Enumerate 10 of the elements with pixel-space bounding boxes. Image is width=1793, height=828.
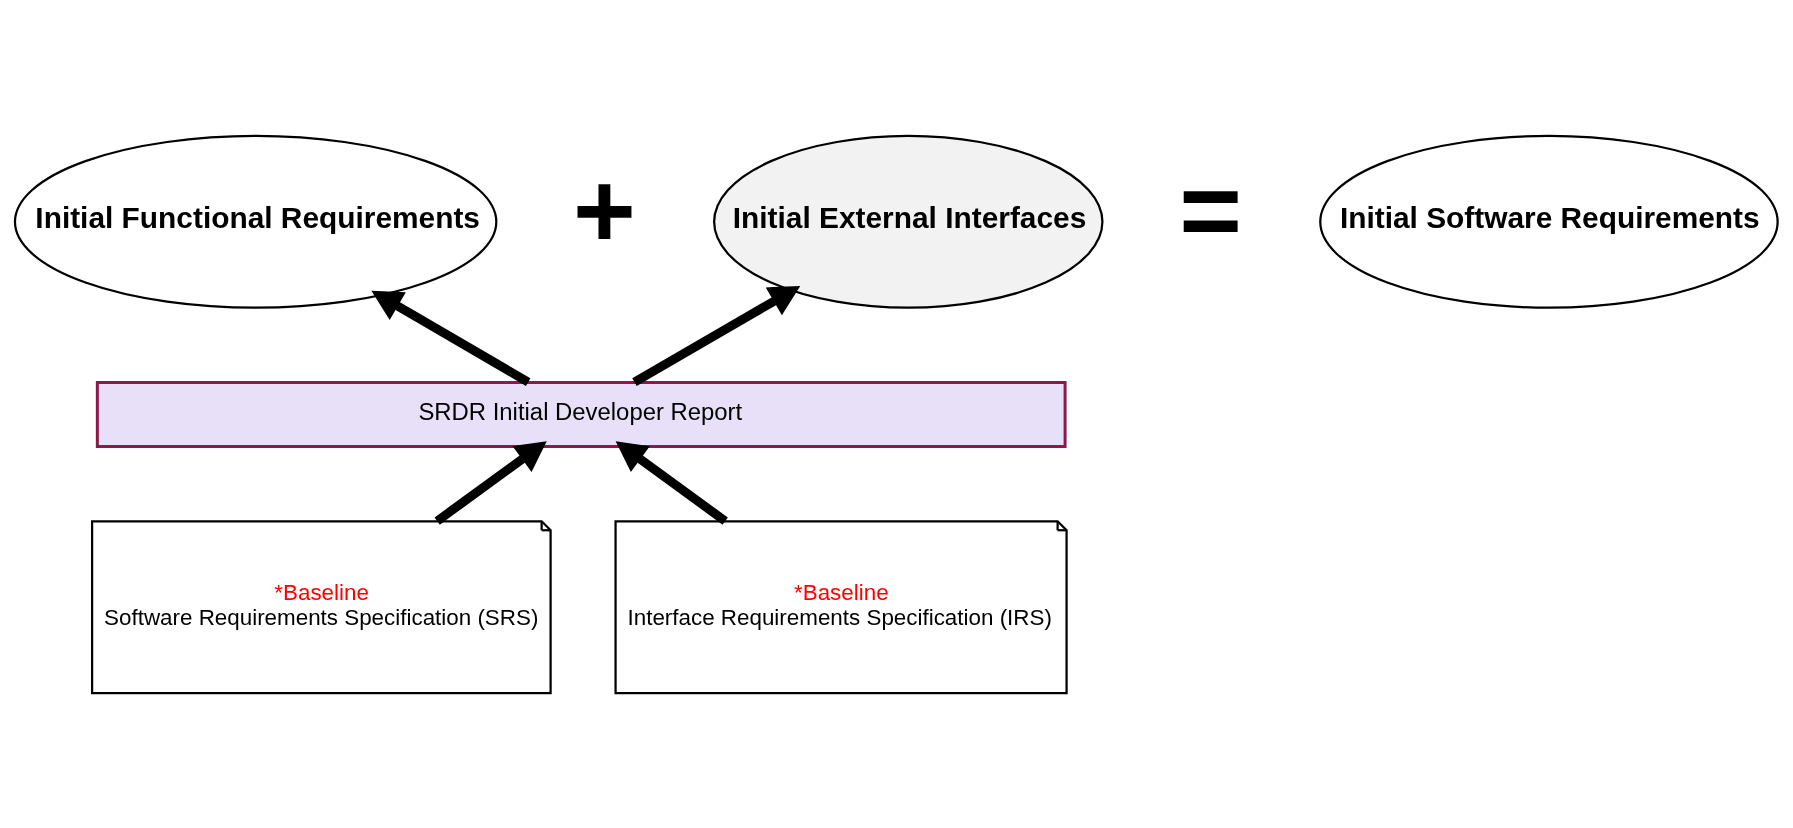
node-ellipse: Initial Software Requirements xyxy=(1319,134,1779,309)
node-box: SRDR Initial Developer Report xyxy=(95,380,1067,448)
arrow xyxy=(434,440,547,525)
arrow xyxy=(615,440,728,525)
node-ellipse: Initial External Interfaces xyxy=(713,134,1104,309)
arrow xyxy=(371,290,531,386)
label: + xyxy=(573,149,636,270)
node-ellipse: Initial Functional Requirements xyxy=(13,134,498,309)
label: = xyxy=(1179,149,1243,270)
arrow xyxy=(632,285,801,386)
